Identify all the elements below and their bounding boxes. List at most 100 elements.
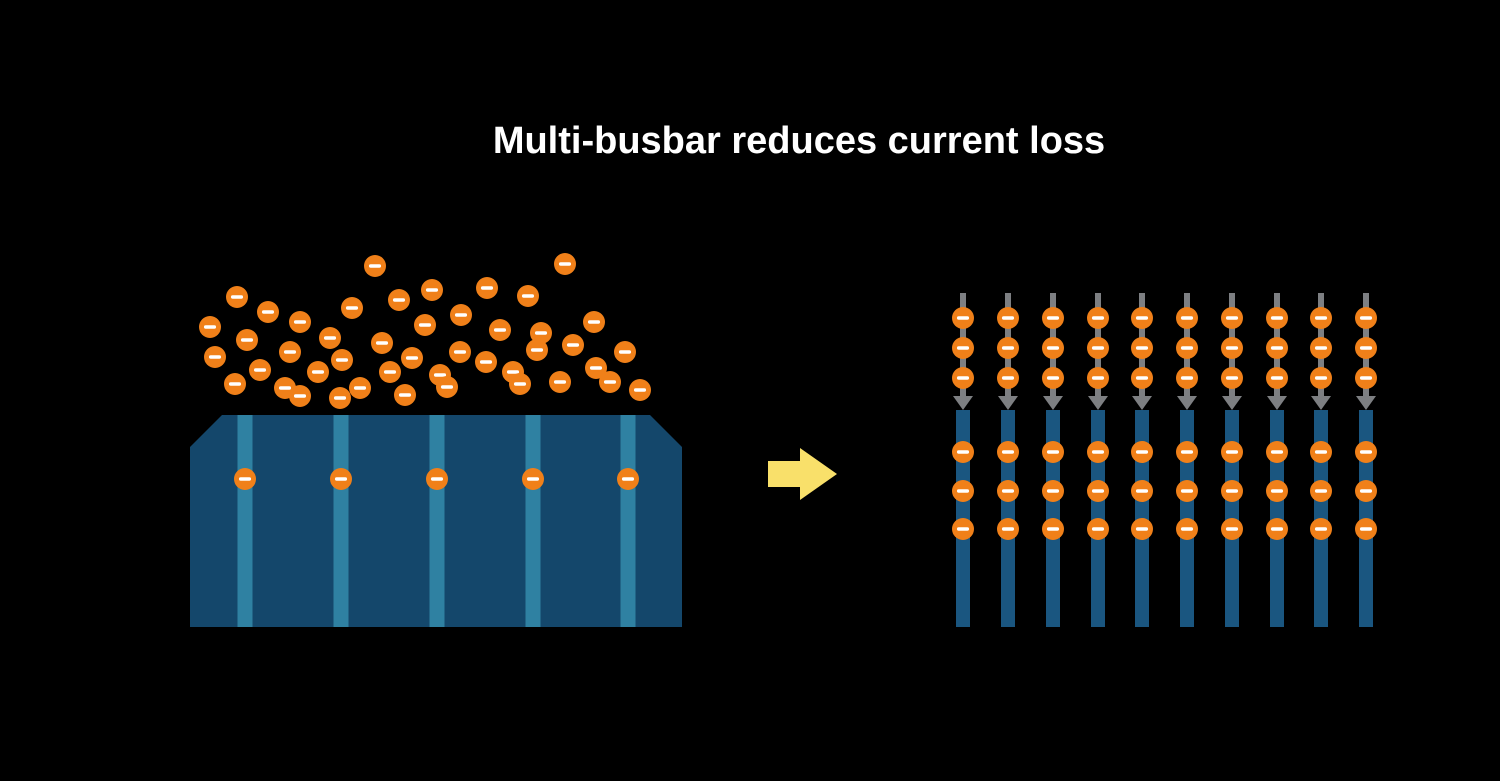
electron-icon [450,304,472,326]
minus-sign [311,370,325,374]
electron-icon [364,255,386,277]
minus-sign [261,310,275,314]
electron-icon [331,349,353,371]
minus-sign [335,358,349,362]
minus-sign [1225,316,1239,320]
minus-sign [566,343,580,347]
electron-icon [475,351,497,373]
electron-icon [1131,518,1153,540]
minus-sign [1046,489,1060,493]
minus-sign [383,370,397,374]
electron-icon [249,359,271,381]
busbar-stripe [620,415,636,627]
minus-sign [1225,346,1239,350]
electron-icon [1042,518,1064,540]
electron-icon [1176,337,1198,359]
electron-icon [1355,337,1377,359]
minus-sign [375,341,389,345]
electron-icon [1266,307,1288,329]
electron-icon [1131,480,1153,502]
minus-sign [203,325,217,329]
electron-icon [1310,441,1332,463]
electron-icon [204,346,226,368]
electron-icon [585,357,607,379]
flow-arrow-head [998,396,1018,410]
electron-icon [394,384,416,406]
minus-sign [956,527,970,531]
electron-icon [319,327,341,349]
busbar-stripe [237,415,253,627]
minus-sign [293,320,307,324]
electron-icon [224,373,246,395]
minus-sign [1270,376,1284,380]
electron-icon [414,314,436,336]
electron-icon [549,371,571,393]
minus-sign [1359,450,1373,454]
electron-icon [401,347,423,369]
electron-icon [1310,480,1332,502]
minus-sign [558,262,572,266]
electron-icon [436,376,458,398]
electron-icon [1310,307,1332,329]
electron-icon [1087,307,1109,329]
electron-icon [530,322,552,344]
minus-sign [323,336,337,340]
minus-sign [1225,376,1239,380]
minus-sign [418,323,432,327]
minus-sign [493,328,507,332]
minus-sign [440,385,454,389]
minus-sign [1046,376,1060,380]
electron-icon [307,361,329,383]
diagram-title: Multi-busbar reduces current loss [493,120,1105,162]
electron-icon [257,301,279,323]
electron-icon [1176,480,1198,502]
electron-icon [329,387,351,409]
minus-sign [333,396,347,400]
minus-sign [1046,450,1060,454]
minus-sign [633,388,647,392]
electron-icon [997,337,1019,359]
electron-icon [1042,367,1064,389]
electron-icon [1087,441,1109,463]
minus-sign [240,338,254,342]
electron-icon [952,518,974,540]
minus-sign [1314,527,1328,531]
minus-sign [1314,376,1328,380]
electron-icon [1266,518,1288,540]
minus-sign [1001,489,1015,493]
electron-icon [236,329,258,351]
minus-sign [425,288,439,292]
minus-sign [1314,346,1328,350]
electron-icon [1087,337,1109,359]
minus-sign [253,368,267,372]
minus-sign [480,286,494,290]
minus-sign [278,386,292,390]
minus-sign [1135,346,1149,350]
minus-sign [1135,527,1149,531]
electron-icon [952,337,974,359]
minus-sign [521,294,535,298]
minus-sign [1270,450,1284,454]
electron-icon [234,468,256,490]
minus-sign [618,350,632,354]
electron-icon [1176,441,1198,463]
minus-sign [1180,489,1194,493]
minus-sign [526,477,540,481]
minus-sign [1001,450,1015,454]
minus-sign [1091,450,1105,454]
electron-icon [1176,307,1198,329]
minus-sign [530,348,544,352]
minus-sign [513,382,527,386]
electron-icon [1087,518,1109,540]
electron-icon [522,468,544,490]
minus-sign [589,366,603,370]
minus-sign [1135,376,1149,380]
electron-icon [1131,337,1153,359]
flow-arrow-head [1267,396,1287,410]
electron-icon [1221,518,1243,540]
minus-sign [1359,346,1373,350]
electron-icon [289,311,311,333]
minus-sign [334,477,348,481]
minus-sign [433,373,447,377]
